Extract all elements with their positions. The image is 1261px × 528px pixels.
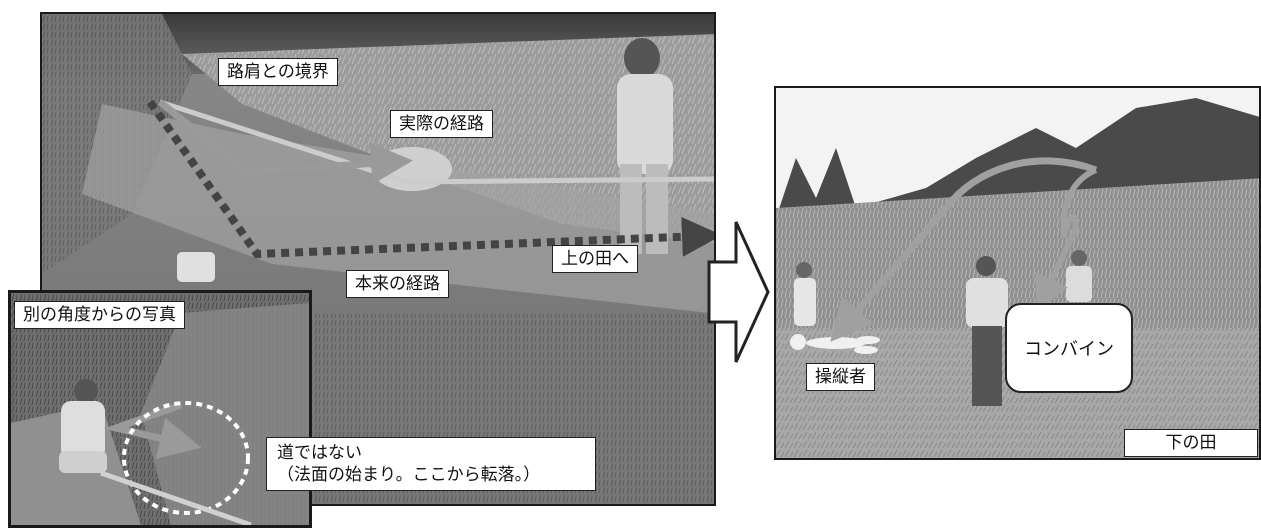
label-lower-field: 下の田 <box>1124 429 1258 457</box>
label-actual-route: 実際の経路 <box>390 110 493 138</box>
label-original-route: 本来の経路 <box>346 270 449 298</box>
label-not-road-line1: 道ではない <box>277 443 362 463</box>
inset-person <box>59 379 107 473</box>
label-upper-field: 上の田へ <box>552 245 638 273</box>
label-not-road: 道ではない （法面の始まり。ここから転落。） <box>266 437 596 491</box>
label-combine: コンバイン <box>1005 303 1133 393</box>
label-not-road-line2: （法面の始まり。ここから転落。） <box>277 465 541 485</box>
danger-zone-ellipse <box>122 401 250 515</box>
hollow-right-arrow-icon <box>707 221 770 363</box>
label-road-edge: 路肩との境界 <box>218 58 338 86</box>
label-operator: 操縦者 <box>806 363 875 391</box>
label-other-angle: 別の角度からの写真 <box>14 301 185 329</box>
right-photo <box>774 86 1261 460</box>
combine-fall-arrow <box>1035 167 1098 313</box>
right-photo-scene <box>776 88 1259 458</box>
inset-photo <box>8 290 312 528</box>
actual-route-arrow <box>157 99 413 185</box>
original-route-dots <box>146 99 714 259</box>
operator-fall-arrow <box>830 157 1098 342</box>
person-standing <box>617 38 673 254</box>
right-people <box>794 250 1092 406</box>
bag <box>177 252 215 282</box>
